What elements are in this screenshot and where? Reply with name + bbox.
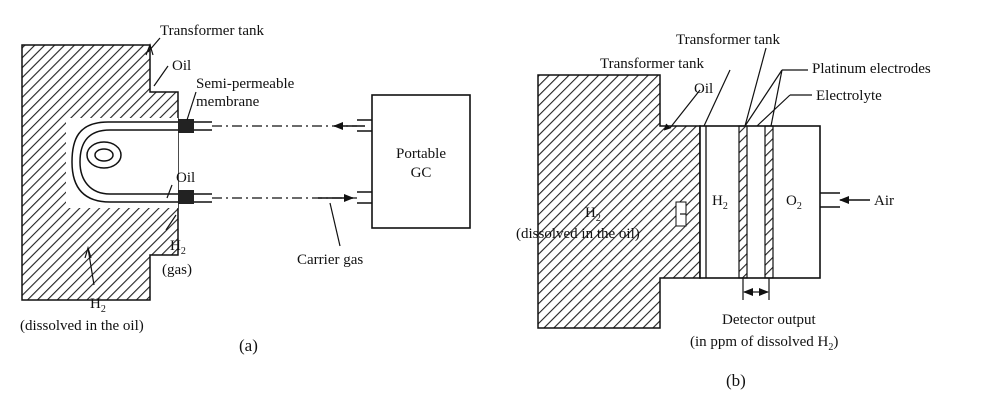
membrane-fitting-bottom (178, 190, 194, 204)
label-oil-b: Oil (694, 81, 713, 97)
label-detector-ppm: (in ppm of dissolved H2) (690, 334, 838, 353)
label-oil-top-a: Oil (172, 58, 191, 74)
label-transformer-tank-b: Transformer tank (600, 56, 705, 72)
label-h2-cell: H2 (712, 193, 728, 212)
label-h2-gas: H2 (170, 238, 186, 257)
label-transformer-tank-a: Transformer tank (160, 23, 265, 39)
tubing-pocket (66, 118, 178, 208)
label-detector-output: Detector output (722, 312, 817, 328)
label-dissolved-b: (dissolved in the oil) (516, 226, 640, 242)
label-carrier-gas: Carrier gas (297, 252, 363, 268)
label-gas: (gas) (162, 262, 192, 278)
membrane-fitting-top (178, 119, 194, 133)
gc-label-line1: Portable (396, 146, 446, 162)
diagram-a: Portable GC Transformer tank Oil Semi-pe… (20, 23, 471, 355)
label-o2-cell: O2 (786, 193, 802, 212)
label-membrane-1: Semi-permeable (196, 76, 295, 92)
platinum-electrode-left (738, 125, 748, 279)
label-oil-mid-a: Oil (176, 170, 195, 186)
label-electrolyte: Electrolyte (816, 88, 882, 104)
label-h2-dissolved-a: H2 (90, 296, 106, 315)
caption-a: (a) (239, 336, 258, 355)
label-transformer-tank-b-top: Transformer tank (676, 32, 781, 48)
platinum-electrode-right (764, 125, 774, 279)
label-air: Air (874, 193, 894, 209)
sensor-cell (699, 125, 821, 279)
gc-label-line2: GC (411, 165, 432, 181)
label-h2-dissolved-b: H2 (585, 205, 601, 224)
sampling-tube (71, 121, 182, 203)
caption-b: (b) (726, 371, 746, 390)
portable-gc-box (371, 94, 471, 229)
label-platinum-electrodes: Platinum electrodes (812, 61, 931, 77)
diagram-b: Transformer tank Transformer tank Platin… (516, 32, 931, 390)
label-dissolved-a: (dissolved in the oil) (20, 318, 144, 334)
label-membrane-2: membrane (196, 94, 260, 110)
